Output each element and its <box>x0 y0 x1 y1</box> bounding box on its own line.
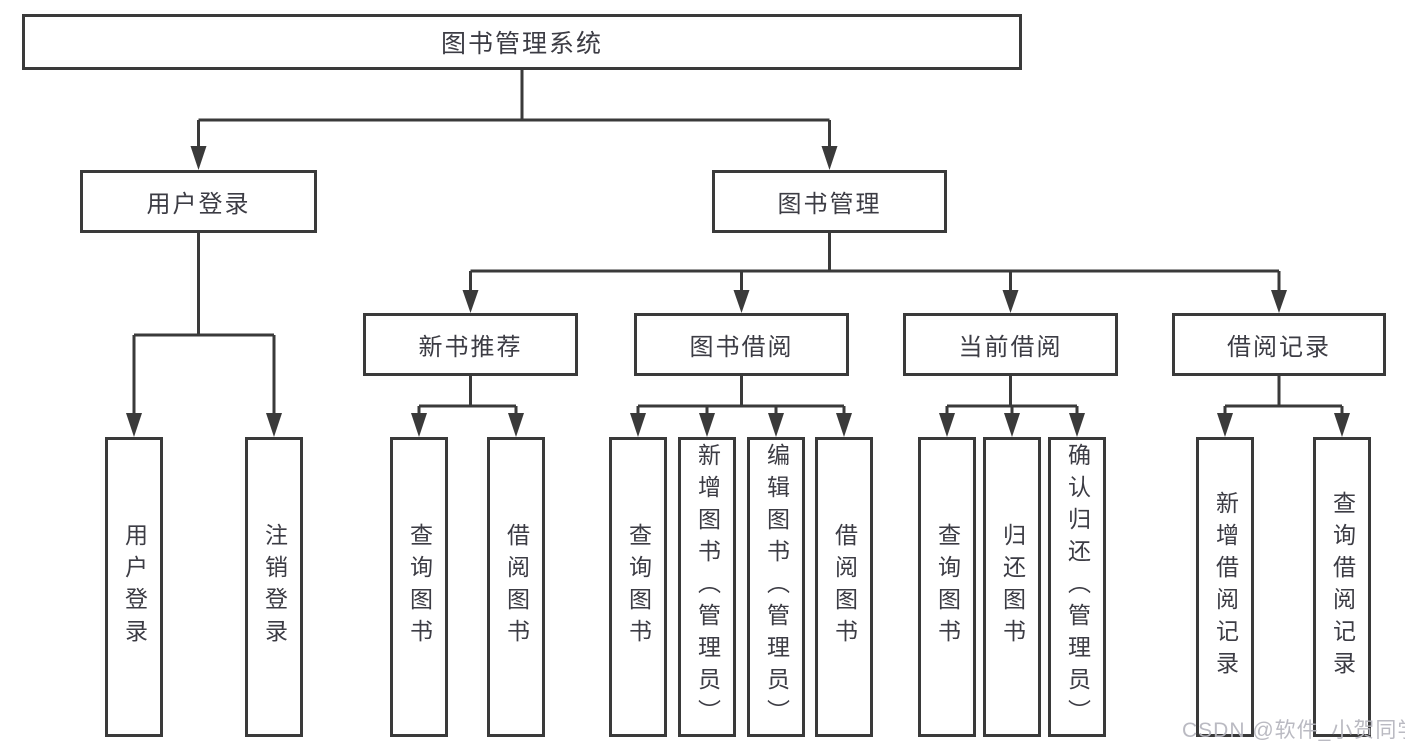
leaf-query-borrow-record: 查询借阅记录 <box>1313 437 1371 737</box>
leaf-add-books-admin: 新增图书（管理员） <box>678 437 736 737</box>
node-book-borrow: 图书借阅 <box>634 313 849 376</box>
node-new-book-recommend-label: 新书推荐 <box>418 334 523 361</box>
node-book-management-label: 图书管理 <box>777 191 882 218</box>
node-book-management: 图书管理 <box>712 170 947 233</box>
node-user-login-label: 用户登录 <box>146 191 251 218</box>
leaf-edit-books-admin: 编辑图书（管理员） <box>747 437 805 737</box>
node-user-login: 用户登录 <box>80 170 317 233</box>
leaf-borrow-books: 借阅图书 <box>815 437 873 737</box>
leaf-user-login: 用户登录 <box>105 437 163 737</box>
node-current-borrow: 当前借阅 <box>903 313 1118 376</box>
leaf-logout: 注销登录 <box>245 437 303 737</box>
node-current-borrow-label: 当前借阅 <box>958 334 1063 361</box>
leaf-query-books-current: 查询图书 <box>918 437 976 737</box>
leaf-add-borrow-record: 新增借阅记录 <box>1196 437 1254 737</box>
node-borrow-records: 借阅记录 <box>1172 313 1386 376</box>
arrowheads <box>126 146 1350 437</box>
leaf-query-books-borrow: 查询图书 <box>609 437 667 737</box>
node-book-borrow-label: 图书借阅 <box>689 334 794 361</box>
csdn-watermark: CSDN @软件_小贺同学 <box>1182 719 1405 742</box>
node-borrow-records-label: 借阅记录 <box>1227 334 1331 361</box>
leaf-confirm-return-admin: 确认归还（管理员） <box>1048 437 1106 737</box>
root-node-library-management-system: 图书管理系统 <box>22 14 1022 70</box>
root-node-label: 图书管理系统 <box>440 30 603 58</box>
leaf-query-books-recommend: 查询图书 <box>390 437 448 737</box>
leaf-return-books: 归还图书 <box>983 437 1041 737</box>
leaf-borrow-books-recommend: 借阅图书 <box>487 437 545 737</box>
node-new-book-recommend: 新书推荐 <box>363 313 578 376</box>
